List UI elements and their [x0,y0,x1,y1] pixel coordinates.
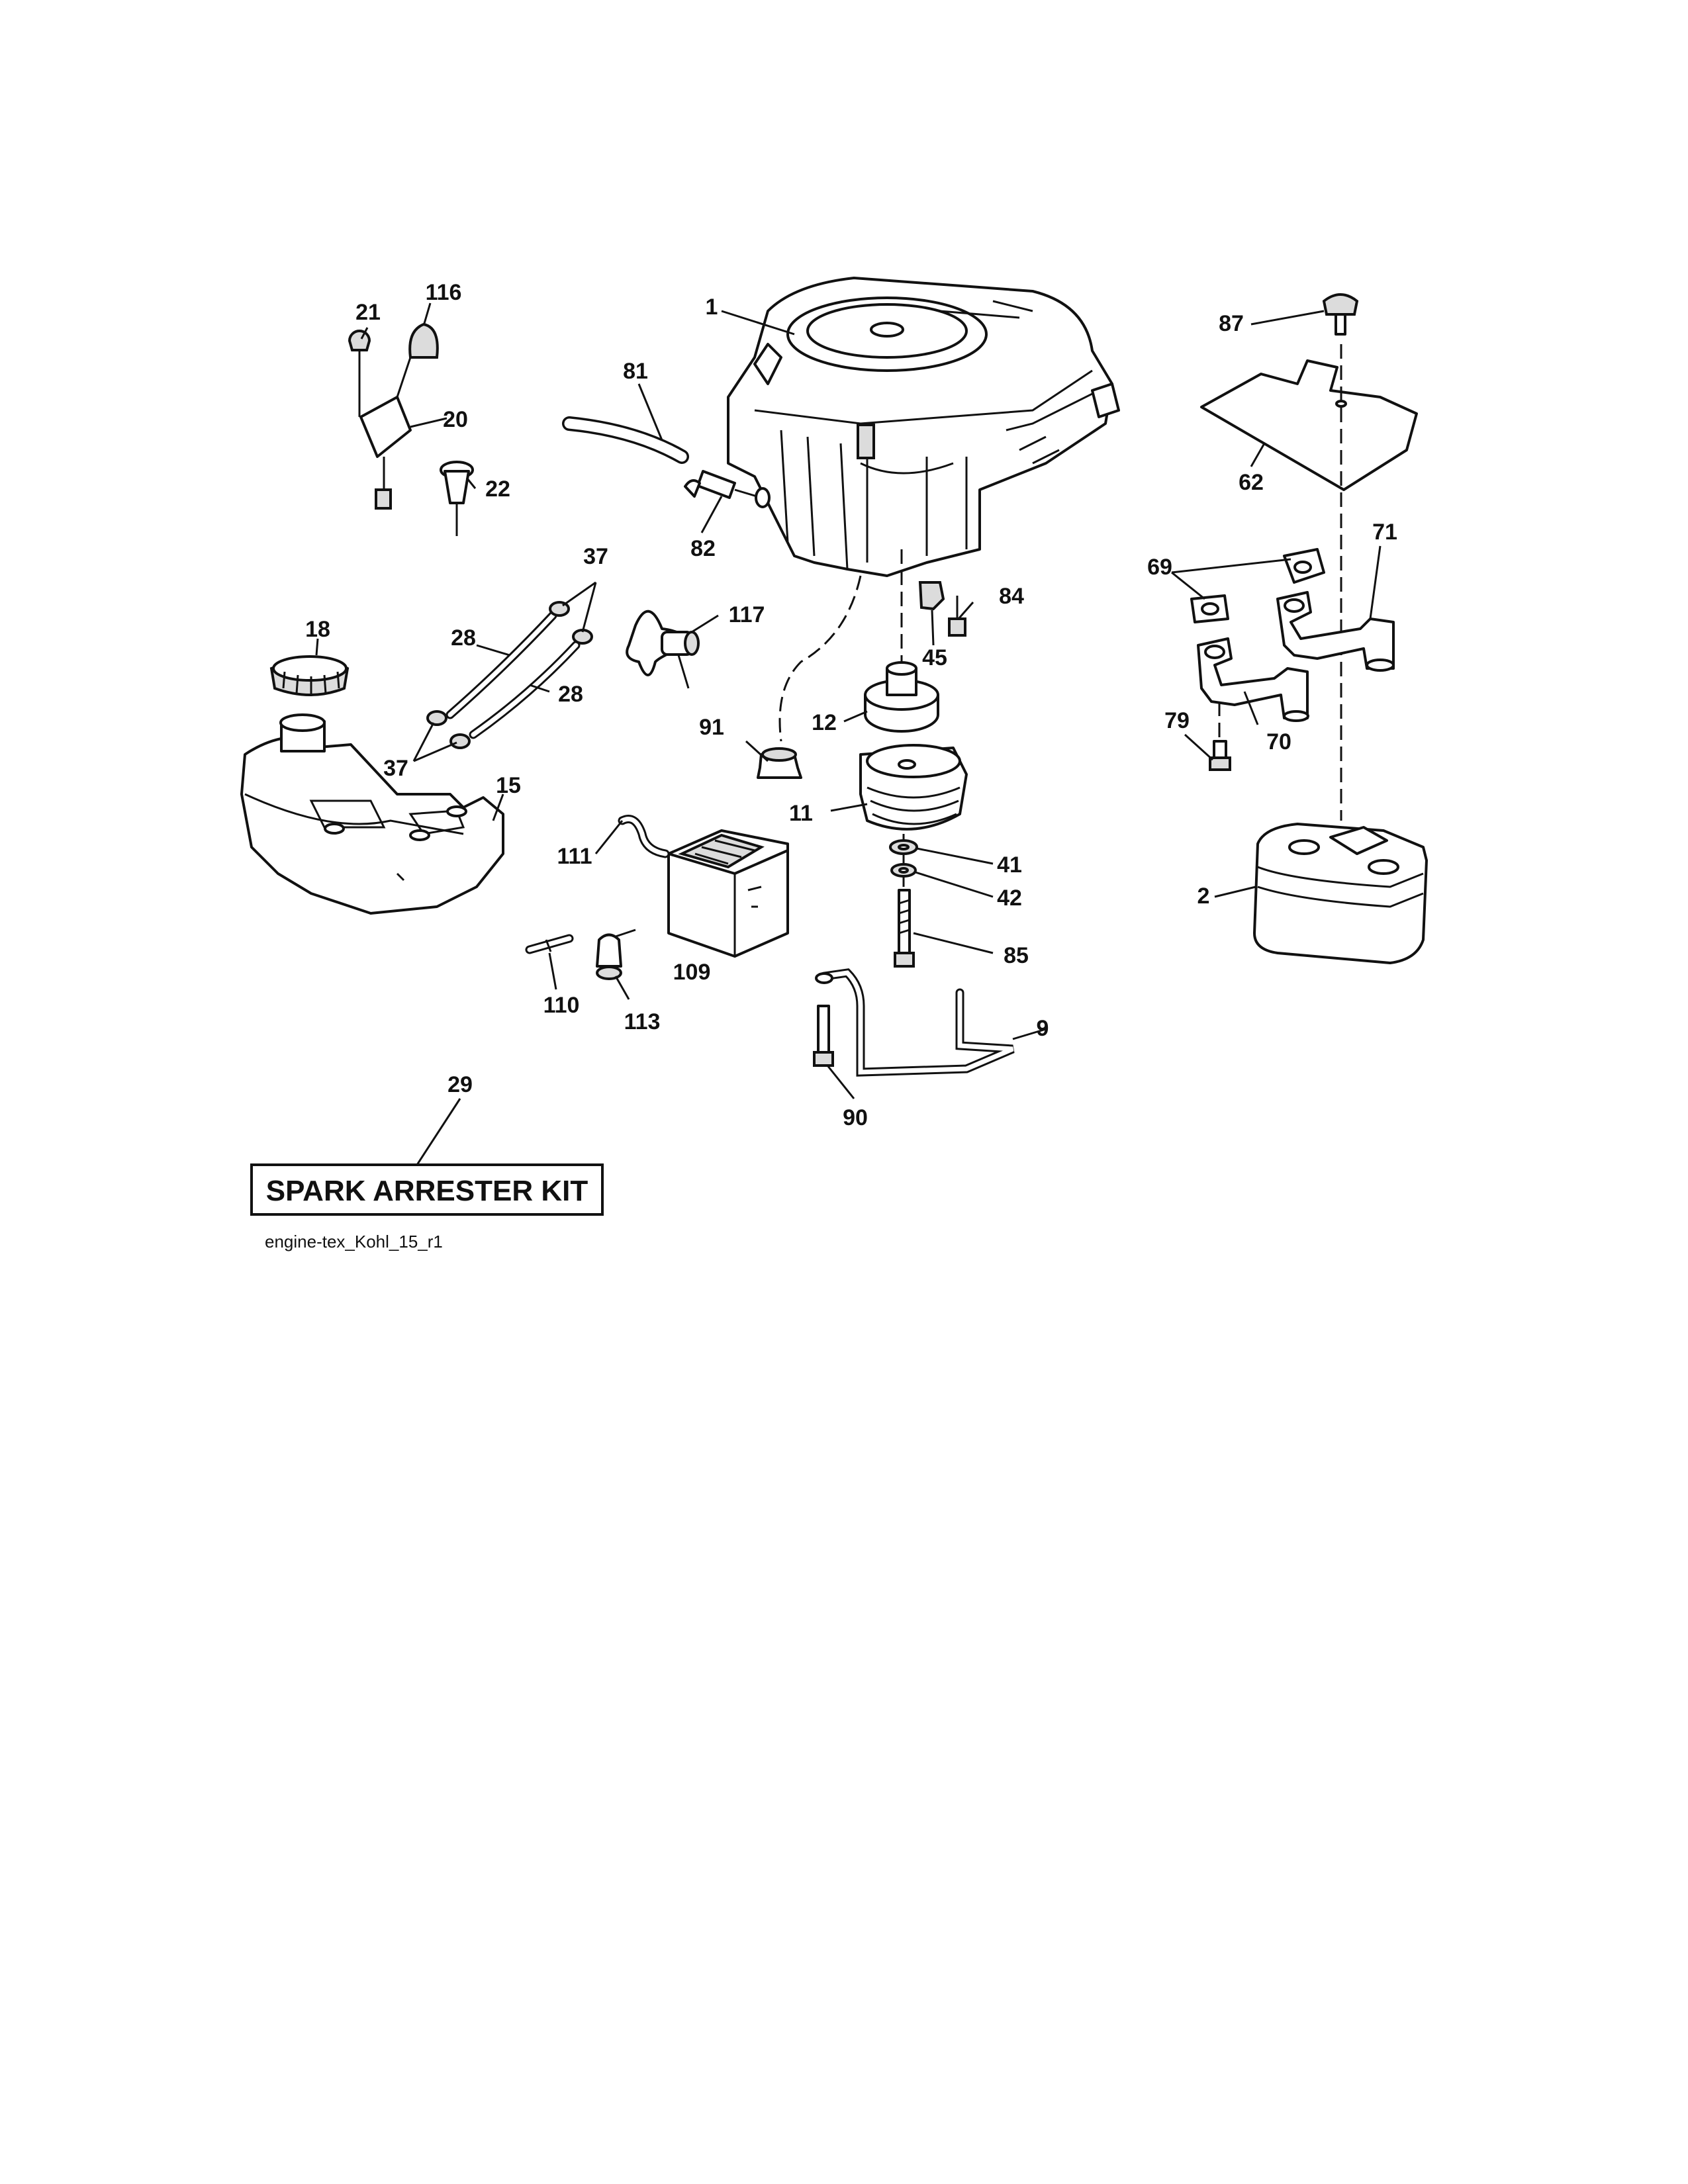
bolt-84-part [948,596,966,637]
callout-62: 62 [1239,470,1264,495]
callout-28-upper: 28 [451,625,476,651]
callout-11: 11 [789,801,813,826]
callout-9: 9 [1037,1016,1049,1041]
knob-87-part [1322,293,1359,336]
valve-117-part [626,610,700,689]
diagram-caption: engine-tex_Kohl_15_r1 [265,1232,443,1251]
callout-12: 12 [812,710,837,735]
pin-110-part [525,934,574,954]
callout-110: 110 [543,993,580,1018]
callout-117: 117 [729,602,765,627]
callout-18: 18 [305,617,330,642]
callout-70: 70 [1266,729,1291,754]
fitting-113-part [596,929,636,980]
wire-111-part [618,815,670,858]
callout-81: 81 [623,359,648,384]
nut-45-part [918,581,945,611]
callout-2: 2 [1197,884,1210,909]
callout-87: 87 [1219,311,1244,336]
fuel-tank-15-part [240,713,504,915]
clutch-11-part [859,744,968,831]
callout-42: 42 [997,886,1022,911]
hose-28-upper-part [445,611,557,719]
callout-29: 29 [447,1072,473,1097]
fuel-line-81-part [562,416,689,464]
bracket-9-part [815,968,1015,1077]
callout-22: 22 [485,477,510,502]
callout-41: 41 [997,852,1022,878]
washer-42-part [890,863,917,878]
pulley-12-part [864,661,939,733]
spark-arrester-kit-box: SPARK ARRESTER KIT [250,1163,604,1216]
fitting-91-part [757,747,802,779]
fuel-route-dash [778,575,862,742]
hose-28-lower-part [469,641,581,739]
callout-116: 116 [426,280,462,305]
callout-71: 71 [1372,520,1397,545]
engine-part [727,277,1120,577]
callout-69: 69 [1147,555,1172,580]
callout-20: 20 [443,407,468,432]
callout-113: 113 [624,1009,661,1034]
callout-90: 90 [843,1105,868,1130]
bolt-79-part [1209,740,1231,771]
callout-37-lower: 37 [383,756,408,781]
callout-111: 111 [557,844,592,869]
gasket-69-lower-part [1190,594,1229,623]
callout-28-lower: 28 [558,682,583,707]
muffler-2-part [1253,823,1428,964]
fuel-fitting-82-part [684,470,771,508]
clamps-37-part [426,601,593,749]
spark-arrester-kit-label: SPARK ARRESTER KIT [266,1175,588,1207]
fuel-cap-18-part [269,655,350,696]
throttle-control-part [359,343,425,510]
callout-45: 45 [922,645,947,670]
heat-shield-62-part [1200,359,1418,491]
choke-knob-22-part [440,461,474,536]
pipe-71-part [1276,591,1395,672]
callout-37-upper: 37 [583,544,608,569]
callout-82: 82 [690,536,716,561]
solenoid-109-part [667,829,789,958]
leader-lines [315,302,1382,1165]
callout-91: 91 [699,715,724,740]
callout-84: 84 [999,584,1024,609]
bolt-85-part [894,889,915,968]
bolt-90-part [813,1005,834,1067]
callout-21: 21 [355,300,381,325]
callout-109: 109 [673,960,711,985]
callout-15: 15 [496,773,521,798]
callout-labels: 1 2 9 11 12 15 18 20 21 22 28 28 29 37 3… [305,280,1397,1130]
washer-41-part [889,839,918,855]
callout-79: 79 [1164,708,1190,733]
gasket-69-upper-part [1283,548,1325,584]
bolt-21-part [348,330,371,417]
knob-116-part [408,322,439,359]
callout-85: 85 [1004,943,1029,968]
callout-1: 1 [706,295,718,320]
